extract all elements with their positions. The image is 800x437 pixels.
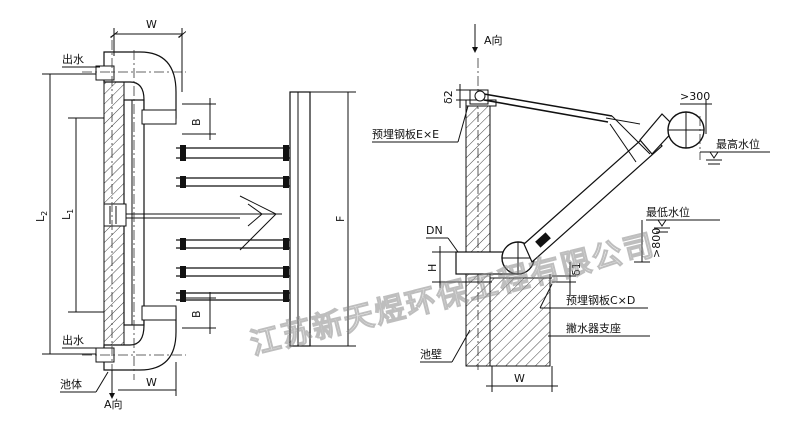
pivot-top	[474, 90, 486, 102]
label-outlet-top: 出水	[62, 52, 84, 66]
left-center-bracket	[103, 203, 127, 227]
dim-b-bottom: B	[190, 310, 203, 318]
left-plan-view: W W L2 L1 B B F 出水 出水 池体	[34, 18, 356, 411]
arm-flange	[535, 232, 551, 248]
label-outlet-bottom: 出水	[62, 333, 84, 347]
dim-f: F	[334, 216, 347, 222]
pivot-bracket	[469, 89, 489, 105]
dim-delta1: δ1	[570, 262, 583, 276]
dim-w-top: W	[146, 18, 157, 31]
dim-800: >800	[650, 228, 663, 258]
label-pool-wall: 池壁	[420, 347, 442, 361]
label-tank-body: 池体	[60, 377, 82, 391]
dim-delta2: δ2	[442, 90, 455, 104]
dim-w-right: W	[514, 372, 525, 385]
left-top-support	[141, 109, 177, 125]
dim-h: H	[426, 264, 439, 272]
label-high-water: 最高水位	[716, 137, 760, 151]
decanter-arms	[176, 145, 290, 302]
dim-b-top: B	[190, 118, 203, 126]
dim-l1: L1	[60, 209, 75, 220]
center-deflector	[126, 195, 282, 251]
label-view-a-left: A向	[104, 397, 123, 411]
left-bottom-support	[141, 305, 177, 321]
dim-dn: DN	[426, 224, 443, 237]
dim-300: >300	[680, 90, 710, 103]
left-top-outlet	[95, 65, 115, 81]
inclined-arm	[523, 131, 663, 263]
left-far-plate	[289, 91, 311, 347]
dim-w-bottom: W	[146, 376, 157, 389]
label-view-a-right: A向	[484, 33, 503, 47]
dim-l2: L2	[34, 211, 49, 222]
label-decanter-support: 撇水器支座	[566, 321, 621, 335]
label-low-water: 最低水位	[646, 205, 690, 219]
label-embedded-plate-cd: 预埋钢板C×D	[566, 293, 635, 307]
right-section-view: A向 δ2	[372, 24, 770, 392]
decanter-support-block	[489, 277, 551, 367]
label-embedded-plate-ee: 预埋钢板E×E	[372, 127, 439, 141]
pool-wall	[465, 103, 491, 367]
